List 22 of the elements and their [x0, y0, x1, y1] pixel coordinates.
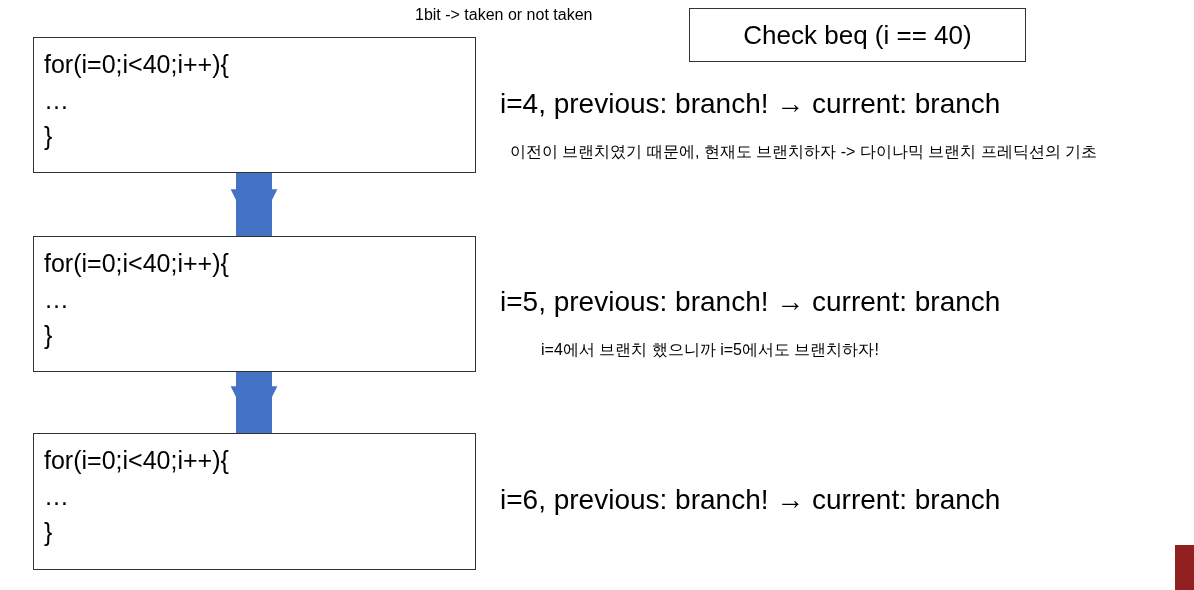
code-line: }	[44, 121, 54, 152]
note-text: i=4에서 브랜치 했으니까 i=5에서도 브랜치하자!	[541, 340, 879, 360]
block-arrow	[230, 372, 278, 433]
code-line: …	[44, 481, 70, 512]
prediction-text: i=5, previous: branch! → current: branch	[500, 286, 1001, 318]
prediction-text: i=6, previous: branch! → current: branch	[500, 484, 1001, 516]
code-line: …	[44, 284, 70, 315]
instruction-text: Check beq (i == 40)	[743, 19, 972, 51]
code-box	[33, 236, 476, 372]
code-box	[33, 37, 476, 173]
block-arrow	[230, 173, 278, 236]
code-line: }	[44, 517, 54, 548]
code-line: for(i=0;i<40;i++){	[44, 49, 230, 80]
instruction-box	[689, 8, 1026, 62]
note-text: 이전이 브랜치였기 때문에, 현재도 브랜치하자 -> 다이나믹 브랜치 프레딕션의 기초	[510, 142, 1098, 162]
code-line: }	[44, 320, 54, 351]
note-text: 1bit -> taken or not taken	[415, 6, 593, 24]
code-line: …	[44, 85, 70, 116]
code-line: for(i=0;i<40;i++){	[44, 445, 230, 476]
code-line: for(i=0;i<40;i++){	[44, 248, 230, 279]
prediction-text: i=4, previous: branch! → current: branch	[500, 88, 1001, 120]
code-box	[33, 433, 476, 570]
